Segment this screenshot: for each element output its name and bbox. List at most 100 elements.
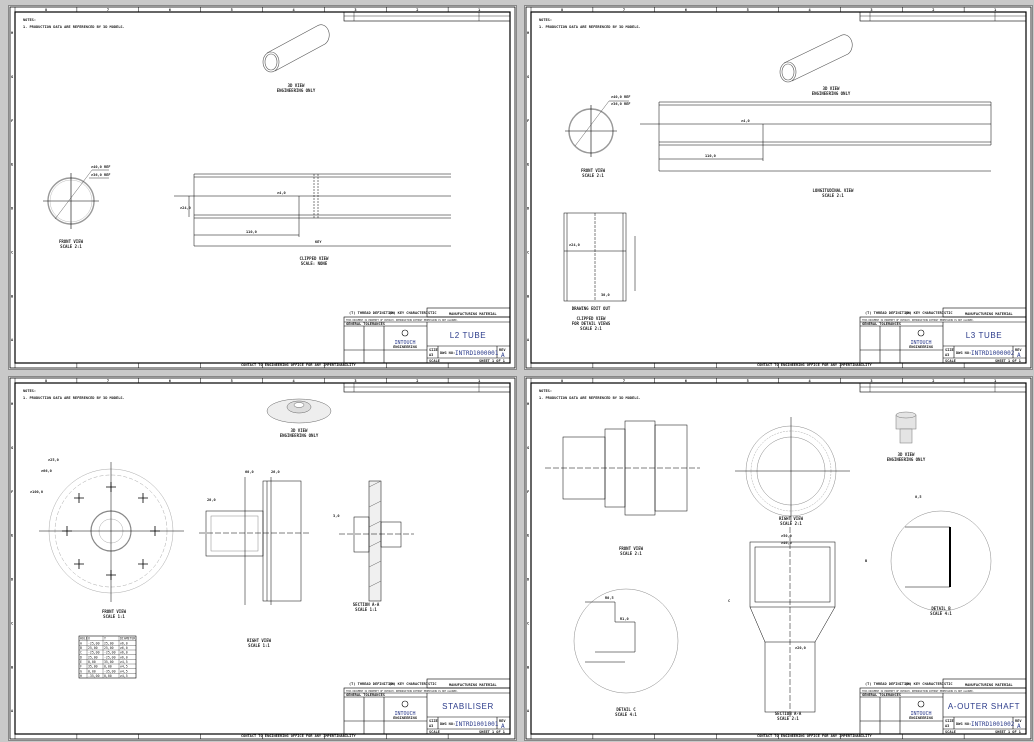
detail-b-scale: SCALE 4:1 [930, 611, 952, 616]
dim-inner: ⌀46,0 [781, 541, 792, 545]
sheet-count: SHEET 1 OF 1 [995, 359, 1021, 363]
longitudinal-view [640, 101, 992, 172]
detail-c-scale: SCALE 4:1 [615, 712, 637, 717]
confidentiality-notice: THIS DOCUMENT IS PROPERTY OF INTOUCH. RE… [862, 690, 974, 693]
outer-border [9, 6, 516, 369]
dim-outer-diameter: ⌀40,0 REF [91, 165, 110, 169]
drawing-number: INTRD1000001 [455, 350, 499, 357]
clipped-view-label: CLIPPED VIEW [577, 316, 606, 321]
drawing-title: L3 TUBE [966, 331, 1003, 340]
zone-marker: 1 [994, 8, 996, 12]
key-legend: (K) KEY CHARACTERISTIC [905, 311, 953, 315]
hole-table-cell: 25,00 [104, 641, 114, 645]
dim-hub: ⌀66,0 [41, 469, 52, 473]
zone-marker: 4 [809, 379, 811, 383]
iso-view-label: 3D VIEW [288, 83, 305, 88]
right-view-scale: SCALE 2:1 [780, 521, 802, 526]
zone-marker: A [527, 709, 530, 713]
hole-table-cell: 25,00 [104, 646, 114, 650]
hole-table-cell: F [80, 665, 82, 669]
drawing-number: INTRD1000002 [971, 350, 1015, 357]
dwg-no-label: DWG NO: [956, 351, 971, 355]
zone-marker: 4 [809, 8, 811, 12]
zone-marker: H [527, 31, 529, 35]
size-value: A3 [945, 353, 949, 357]
scale-label: SCALE [945, 359, 956, 363]
size-value: A3 [945, 724, 949, 728]
dim-width: 60,0 [245, 470, 254, 474]
hole-table-cell: C [80, 651, 82, 655]
scale-label: SCALE [429, 359, 440, 363]
dim-detail-c-1: R0,5 [605, 596, 614, 600]
dwg-no-label: DWG NO: [956, 722, 971, 726]
zone-marker: C [527, 621, 529, 625]
clipped-view-sub: FOR DETAIL VIEWS [572, 321, 611, 326]
zone-marker: 8 [45, 379, 47, 383]
section-view-scale: SCALE 2:1 [777, 716, 799, 721]
hole-table-cell: 0,00 [88, 669, 96, 673]
zone-marker: B [11, 294, 14, 298]
dim-length: 110,0 [705, 154, 716, 158]
zone-marker: H [527, 402, 529, 406]
longitudinal-view-scale: SCALE 2:1 [822, 193, 844, 198]
confidentiality-notice: THIS DOCUMENT IS PROPERTY OF INTOUCH. RE… [862, 319, 974, 322]
dim-length: 110,0 [246, 230, 257, 234]
iso-view [262, 24, 330, 73]
zone-marker: 7 [107, 8, 109, 12]
front-view-scale: SCALE 1:1 [103, 614, 125, 619]
hole-table-cell: DIAMETER [120, 637, 135, 641]
dim-flange: 26,0 [271, 470, 280, 474]
dim-inner-diameter: ⌀36,0 REF [611, 102, 630, 106]
zone-marker: A [11, 338, 14, 342]
dim-inner: ⌀24,0 [569, 243, 580, 247]
iso-view-scale: ENGINEERING ONLY [812, 91, 851, 96]
size-label: SIZE [945, 348, 954, 352]
detail-c [573, 588, 679, 694]
zone-marker: F [527, 119, 529, 123]
right-view [199, 477, 309, 605]
company-logo-text: INTOUCH [394, 711, 415, 717]
company-subtitle: ENGINEERING [393, 716, 417, 720]
zone-marker: E [11, 163, 13, 167]
detail-b-marker: B [865, 559, 868, 563]
outer-border [9, 377, 516, 740]
front-view [43, 169, 109, 229]
iso-view [895, 411, 917, 444]
detail-b-label: DETAIL B [931, 606, 951, 611]
contact-note: CONTACT TO ENGINEERING OFFICE FOR ANY IM… [241, 734, 357, 738]
iso-view-scale: ENGINEERING ONLY [277, 88, 316, 93]
zone-marker: C [11, 621, 13, 625]
dim-hole: ⌀4,0 [277, 191, 286, 195]
hole-table-cell: 35,00 [104, 660, 114, 664]
zone-marker: 5 [747, 8, 749, 12]
hole-table-cell: 25,00 [88, 655, 98, 659]
rev-value: A [1017, 723, 1021, 730]
zone-marker: 8 [561, 379, 563, 383]
hole-table-cell: X [88, 637, 90, 641]
zone-marker: 5 [231, 8, 233, 12]
company-logo-text: INTOUCH [394, 340, 415, 346]
title-block [343, 307, 511, 364]
zone-marker: 1 [478, 8, 480, 12]
zone-marker: 8 [561, 8, 563, 12]
zone-marker: F [11, 119, 13, 123]
contact-note: CONTACT TO ENGINEERING OFFICE FOR ANY IM… [757, 363, 873, 367]
zone-marker: D [11, 578, 13, 582]
drawing-title: L2 TUBE [450, 331, 487, 340]
zone-marker: 6 [169, 8, 171, 12]
notes-heading: NOTES: [539, 18, 552, 22]
zone-marker: C [527, 250, 529, 254]
rev-label: REV [1015, 719, 1022, 723]
zone-marker: 2 [932, 8, 934, 12]
dim-thickness: 3,0 [333, 514, 340, 518]
zone-marker: 7 [107, 379, 109, 383]
dim-detail-c-2: R1,0 [620, 617, 629, 621]
material-heading: MANUFACTURING MATERIAL [965, 312, 1013, 316]
zone-marker: G [11, 446, 13, 450]
section-view-label: SECTION A-A [353, 602, 380, 607]
zone-marker: 2 [416, 379, 418, 383]
thread-legend: (T) THREAD DEFINITION [865, 311, 910, 315]
